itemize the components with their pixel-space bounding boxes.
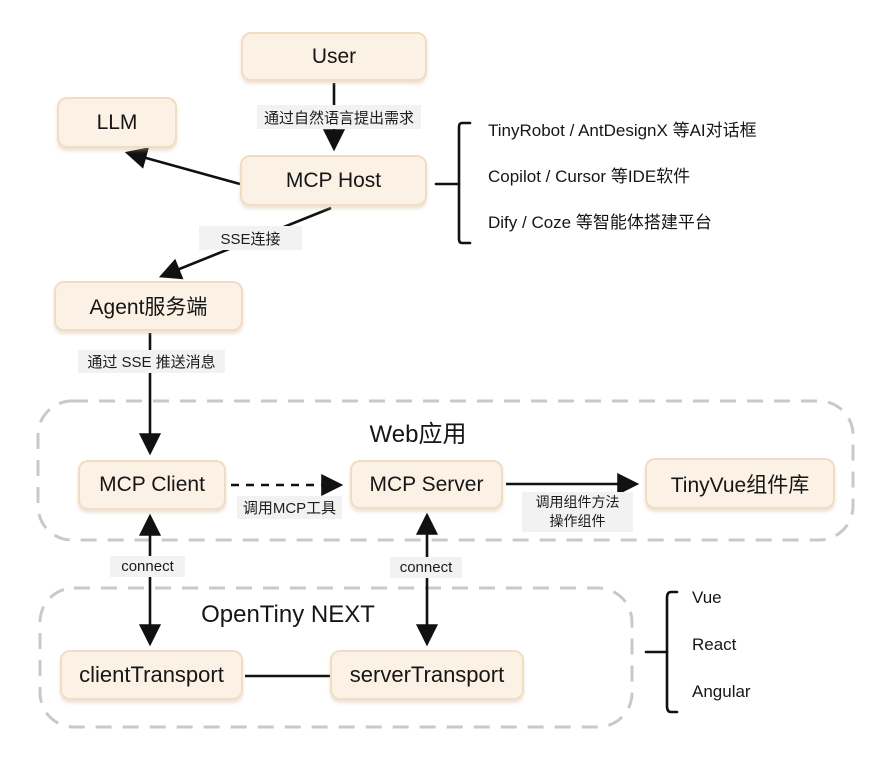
web-app-container [36,399,855,542]
edge-label-connect-left: connect [110,556,185,577]
edge-label-connect-right: connect [390,557,462,578]
node-server-transport: serverTransport [330,650,524,700]
node-user: User [241,32,427,81]
node-agent-server: Agent服务端 [54,281,243,331]
framework-react: React [692,635,737,654]
opentiny-next-title: OpenTiny NEXT [201,601,375,628]
node-user-label: User [311,44,357,68]
edge-label-natural-language: 通过自然语言提出需求 [257,105,421,129]
edge-label-call-mcp-tool: 调用MCP工具 [237,496,342,519]
edge-label-sse-push: 通过 SSE 推送消息 [78,350,225,373]
node-agent-server-label: Agent服务端 [89,296,208,319]
web-app-title: Web应用 [369,421,467,448]
mcp-host-example-agent-platform: Dify / Coze 等智能体搭建平台 [488,213,712,232]
node-tinyvue-label: TinyVue组件库 [670,473,810,497]
node-llm-label: LLM [96,110,138,134]
node-client-transport: clientTransport [60,650,243,700]
node-mcp-server: MCP Server [350,460,503,509]
framework-vue: Vue [692,588,722,607]
mcp-host-example-ai-chat: TinyRobot / AntDesignX 等AI对话框 [488,121,757,140]
node-mcp-client: MCP Client [78,460,226,510]
bracket-frameworks [665,590,679,714]
framework-angular: Angular [692,682,751,701]
edge-label-call-component: 调用组件方法 操作组件 [522,492,633,532]
node-mcp-host: MCP Host [240,155,427,206]
edge-label-sse-connect: SSE连接 [199,226,302,250]
bracket-mcp-host-examples [457,121,472,245]
mcp-host-examples-list: TinyRobot / AntDesignX 等AI对话框 Copilot / … [488,116,757,232]
node-mcp-server-label: MCP Server [369,472,484,496]
node-llm: LLM [57,97,177,148]
node-mcp-host-label: MCP Host [285,168,382,192]
edge-label-call-component-line1: 调用组件方法 [535,494,620,510]
node-client-transport-label: clientTransport [79,662,224,687]
node-mcp-client-label: MCP Client [99,473,205,496]
node-server-transport-label: serverTransport [349,662,505,687]
mcp-host-example-ide: Copilot / Cursor 等IDE软件 [488,167,691,186]
arrow-mcp-host-to-llm [124,147,241,186]
edge-label-call-component-line2: 操作组件 [549,513,606,529]
node-tinyvue: TinyVue组件库 [645,458,835,509]
frameworks-list: Vue React Angular [692,588,751,704]
